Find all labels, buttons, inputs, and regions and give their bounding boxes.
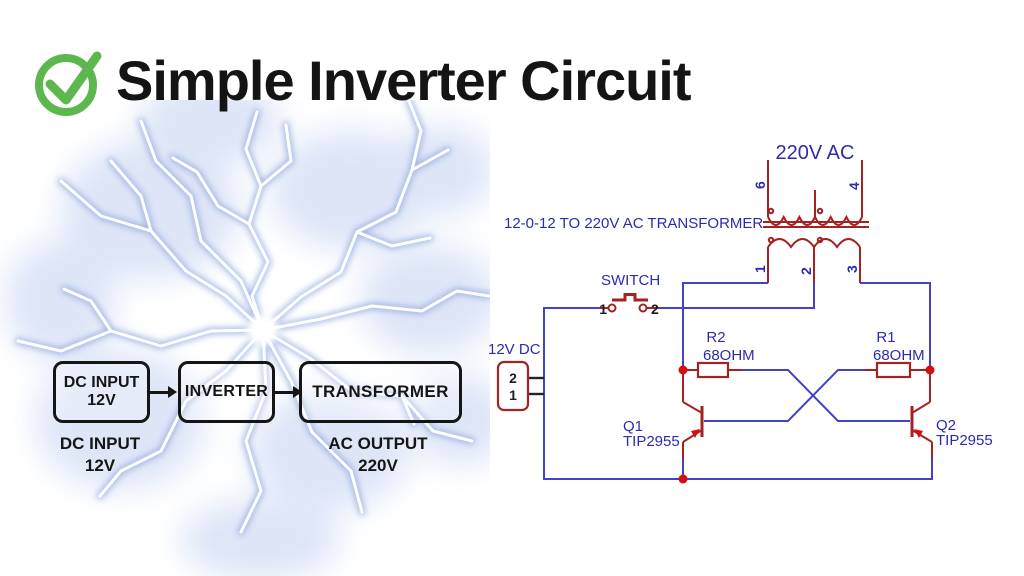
ac-output-caption-line2: 220V bbox=[358, 456, 398, 476]
header: Simple Inverter Circuit bbox=[0, 0, 1024, 130]
arrow-right-icon bbox=[275, 384, 302, 400]
q2-part-label: TIP2955 bbox=[936, 432, 993, 449]
r1-ref-label: R1 bbox=[876, 329, 895, 346]
pin6-label: 6 bbox=[752, 181, 768, 189]
transistor-q1 bbox=[682, 374, 704, 459]
block-inverter: INVERTER bbox=[178, 361, 275, 423]
q2-ref-label: Q2 bbox=[936, 417, 956, 434]
dc-input-caption-line1: DC INPUT bbox=[59, 434, 141, 453]
transformer-caption: 12-0-12 TO 220V AC TRANSFORMER bbox=[504, 215, 763, 232]
block-dc-input-line2: 12V bbox=[87, 392, 116, 409]
lightning-graphic bbox=[5, 100, 490, 576]
q1-part-label: TIP2955 bbox=[623, 433, 680, 450]
dc-connector: 2 1 bbox=[496, 360, 530, 412]
switch-label: SWITCH bbox=[601, 272, 660, 289]
q1-ref-label: Q1 bbox=[623, 418, 643, 435]
block-inverter-label: INVERTER bbox=[184, 382, 269, 400]
pin2-label: 2 bbox=[798, 267, 814, 275]
supply-label: 12V DC bbox=[488, 341, 541, 358]
wires bbox=[528, 282, 933, 480]
block-dc-input-line1: DC INPUT bbox=[63, 373, 140, 391]
arrow-right-icon bbox=[150, 384, 177, 400]
connector-pin-bottom-label: 1 bbox=[509, 387, 517, 403]
phase-dot-icon bbox=[767, 207, 775, 215]
dc-input-caption-line2: 12V bbox=[84, 456, 116, 476]
block-transformer-label: TRANSFORMER bbox=[312, 382, 449, 402]
r1-value-label: 68OHM bbox=[873, 347, 925, 364]
circuit-schematic: 2 1 bbox=[488, 142, 993, 484]
pin4-label: 4 bbox=[846, 182, 862, 190]
pin3-label: 3 bbox=[844, 265, 860, 273]
cross-wire-b bbox=[704, 369, 865, 422]
pnp-arrow-icon bbox=[914, 429, 923, 438]
phase-dot-icon bbox=[816, 236, 824, 244]
dc-input-caption: DC INPUT 12V bbox=[40, 433, 160, 477]
junction-dot bbox=[925, 365, 935, 375]
phase-dot-icon bbox=[767, 236, 775, 244]
connector-pin-top-label: 2 bbox=[509, 370, 517, 386]
resistor-r1 bbox=[865, 361, 930, 379]
switch-pin1-label: 1 bbox=[599, 301, 607, 317]
block-transformer: TRANSFORMER bbox=[299, 361, 462, 423]
pnp-arrow-icon bbox=[691, 429, 700, 438]
phase-dot-icon bbox=[816, 207, 824, 215]
check-circle-icon bbox=[35, 51, 102, 116]
r2-ref-label: R2 bbox=[706, 329, 725, 346]
ac-output-caption: AC OUTPUT 220V bbox=[305, 433, 451, 477]
switch-symbol bbox=[600, 293, 659, 313]
junction-dot bbox=[678, 365, 688, 375]
transformer-symbol bbox=[763, 160, 869, 283]
switch-pin2-label: 2 bbox=[651, 301, 659, 317]
block-dc-input: DC INPUT 12V bbox=[53, 361, 150, 423]
page-title: Simple Inverter Circuit bbox=[116, 49, 692, 112]
transistor-q2 bbox=[910, 374, 933, 459]
resistor-r2 bbox=[683, 361, 742, 379]
pin1-label: 1 bbox=[752, 265, 768, 273]
r2-value-label: 68OHM bbox=[703, 347, 755, 364]
ac-output-label: 220V AC bbox=[776, 142, 855, 164]
ac-output-caption-line1: AC OUTPUT bbox=[328, 434, 428, 453]
junction-dot bbox=[678, 474, 688, 484]
